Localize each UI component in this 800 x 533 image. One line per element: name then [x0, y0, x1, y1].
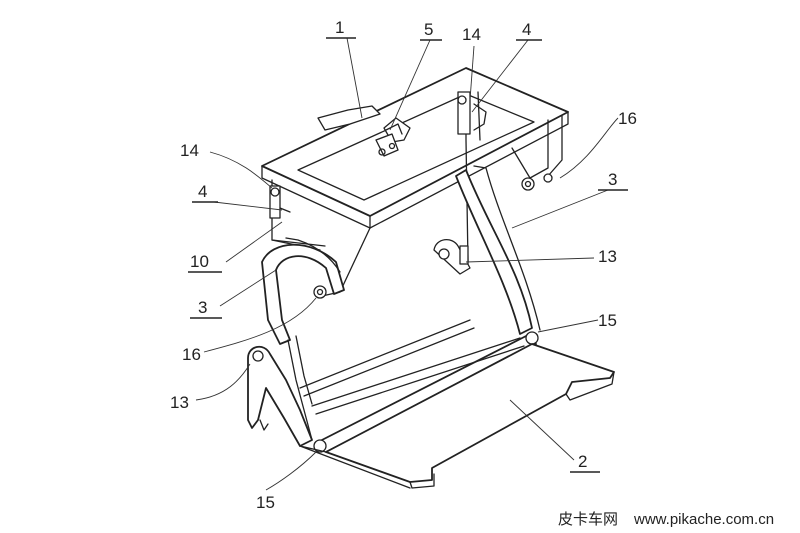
- footrest-plate: [299, 343, 615, 489]
- right-linkage-arm: [433, 165, 541, 335]
- callout-4-left: 4: [198, 182, 207, 201]
- callout-4-top: 4: [522, 20, 531, 39]
- callout-16-right: 16: [618, 109, 637, 128]
- latch-mechanism: [375, 117, 411, 157]
- leader-lines: [195, 37, 619, 491]
- watermark-site-name: 皮卡车网: [558, 511, 618, 528]
- callout-labels: 1 5 14 4 16 14 4 3 10 13 3 15 16 13 2 15: [170, 18, 637, 512]
- callout-underlines: [188, 37, 628, 473]
- hinge-brackets: [269, 91, 487, 219]
- callout-3-left: 3: [198, 298, 207, 317]
- callout-13-left: 13: [170, 393, 189, 412]
- callout-15-right: 15: [598, 311, 617, 330]
- callout-16-left: 16: [182, 345, 201, 364]
- watermark: 皮卡车网 www.pikache.com.cn: [558, 511, 774, 528]
- callout-3-right: 3: [608, 170, 617, 189]
- callout-10: 10: [190, 252, 209, 271]
- left-linkage-arm: [261, 237, 345, 345]
- callout-1: 1: [335, 18, 344, 37]
- top-frame: [261, 67, 569, 229]
- callout-15-left: 15: [256, 493, 275, 512]
- callout-2: 2: [578, 452, 587, 471]
- watermark-url: www.pikache.com.cn: [633, 511, 774, 528]
- callout-5: 5: [424, 20, 433, 39]
- right-pivot-16: [521, 173, 553, 191]
- callout-13-right: 13: [598, 247, 617, 266]
- callout-14-left: 14: [180, 141, 199, 160]
- callout-14-top: 14: [462, 25, 481, 44]
